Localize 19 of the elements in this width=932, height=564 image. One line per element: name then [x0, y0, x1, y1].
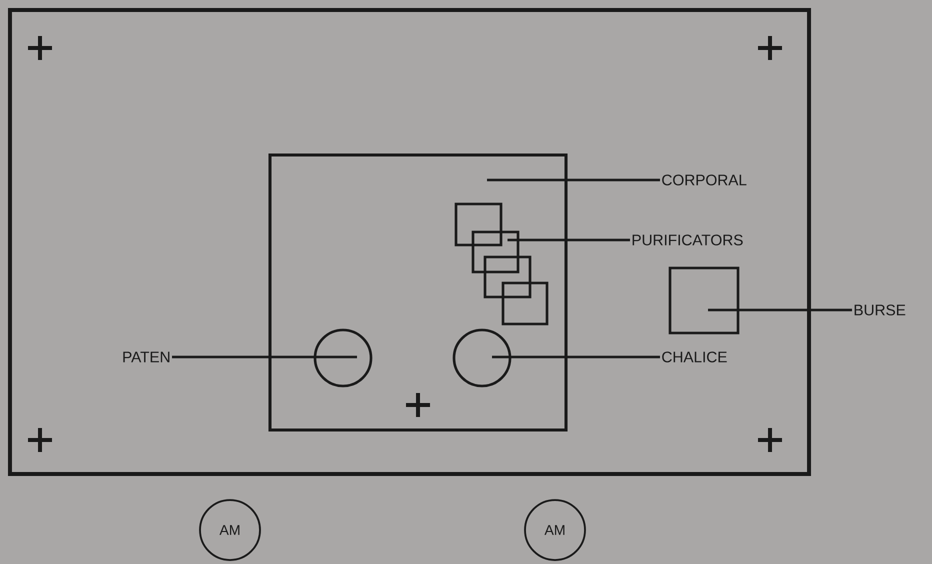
leader-line	[708, 308, 852, 312]
purificator-square	[502, 282, 548, 326]
leader-line	[508, 238, 630, 242]
purificator-square	[472, 230, 520, 274]
purificator-square	[484, 256, 532, 298]
circle-symbol	[314, 328, 372, 388]
part-label: CHALICE	[662, 352, 727, 362]
part-label: BURSE	[854, 304, 906, 316]
leader-line	[492, 356, 660, 358]
leader-line	[487, 178, 660, 182]
part-label: PURIFICATORS	[632, 234, 743, 246]
burse-square	[668, 266, 740, 334]
purificator-square	[454, 202, 502, 246]
part-label: CORPORAL	[662, 174, 746, 186]
altar-outline	[8, 8, 812, 476]
leader-line	[172, 356, 357, 358]
part-label: PATEN	[123, 352, 170, 362]
circle-symbol	[452, 328, 512, 388]
corporal-square	[268, 153, 568, 432]
